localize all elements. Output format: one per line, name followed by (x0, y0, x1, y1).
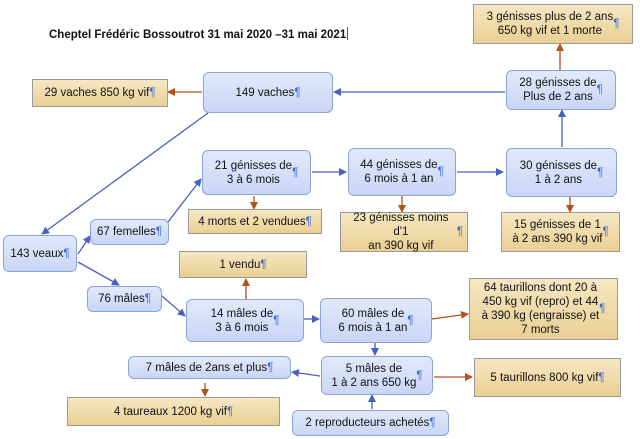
outcome-genisses-moins-1-an: 23 génisses moins d'1 an 390 kg vif¶ (340, 212, 468, 252)
node-males-1-2-ans: 5 mâles de 1 à 2 ans 650 kg¶ (321, 356, 433, 395)
node-vaches: 149 vaches¶ (203, 72, 333, 113)
arrow-males61-out (431, 311, 469, 320)
outcome-vendu: 1 vendu¶ (179, 251, 307, 278)
page-title: Cheptel Frédéric Bossoutrot 31 mai 2020 … (49, 27, 349, 41)
node-reproducteurs-achetes: 2 reproducteurs achetés¶ (292, 410, 449, 436)
node-genisses-6-mois-1-an: 44 génisses de 6 mois à 1 an¶ (348, 148, 456, 196)
arrow-veaux-femelles (77, 235, 91, 255)
arrow-males12-males2 (291, 369, 321, 377)
node-genisses-3-6-mois: 21 génisses de 3 à 6 mois¶ (202, 150, 311, 195)
outcome-taurillons-64: 64 taurillons dont 20 à 450 kg vif (repr… (469, 278, 618, 340)
arrow-males-males36 (161, 295, 186, 317)
arrow-vaches-veaux (41, 112, 209, 235)
node-males-2-ans-plus: 7 mâles de 2ans et plus¶ (128, 356, 291, 379)
node-veaux: 143 veaux¶ (3, 235, 77, 272)
node-males: 76 mâles¶ (87, 286, 162, 312)
outcome-taureaux: 4 taureaux 1200 kg vif¶ (67, 397, 280, 426)
text-cursor (347, 27, 349, 40)
outcome-genisses-1-2-ans: 15 génisses de 1 à 2 ans 390 kg vif¶ (501, 212, 620, 252)
node-femelles: 67 femelles¶ (90, 219, 169, 245)
outcome-taurillons-5: 5 taurillons 800 kg vif¶ (474, 358, 621, 397)
node-genisses-plus-2-ans: 28 génisses de Plus de 2 ans¶ (506, 70, 616, 110)
arrow-veaux-males (77, 261, 120, 286)
node-males-6-mois-1-an: 60 mâles de 6 mois à 1 an¶ (320, 298, 432, 343)
arrow-femelles-gen36 (167, 178, 202, 223)
outcome-morts-vendues: 4 morts et 2 vendues¶ (188, 209, 322, 234)
outcome-genisses-plus-2-ans: 3 génisses plus de 2 ans 650 kg vif et 1… (473, 4, 633, 44)
node-males-3-6-mois: 14 mâles de 3 à 6 mois¶ (186, 299, 304, 342)
outcome-vaches: 29 vaches 850 kg vif¶ (32, 79, 168, 107)
node-genisses-1-2-ans: 30 génisses de 1 à 2 ans¶ (506, 148, 617, 197)
